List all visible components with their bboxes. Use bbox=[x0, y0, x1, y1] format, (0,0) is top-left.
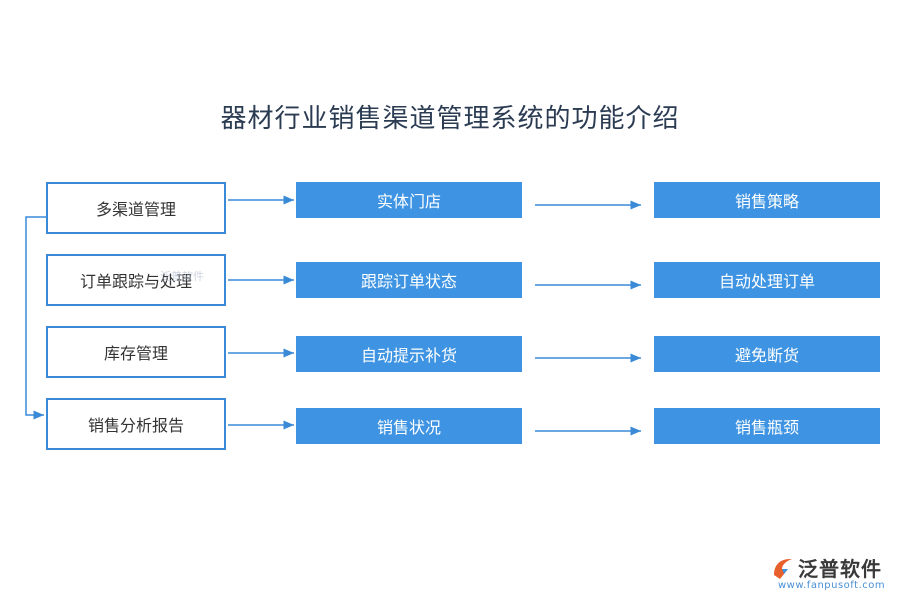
brand-logo: 泛普软件 www.fanpusoft.com bbox=[770, 553, 890, 593]
brand-name: 泛普软件 bbox=[798, 557, 882, 581]
function-box-restock: 自动提示补货 bbox=[296, 336, 522, 372]
result-box-auto-process: 自动处理订单 bbox=[654, 262, 880, 298]
function-box-sales-status: 销售状况 bbox=[296, 408, 522, 444]
result-box-bottleneck: 销售瓶颈 bbox=[654, 408, 880, 444]
bracket-connector bbox=[25, 216, 46, 420]
function-label: 实体门店 bbox=[376, 192, 441, 211]
watermark-text: 泛普软件 bbox=[160, 270, 204, 283]
module-box-sales-report: 销售分析报告 bbox=[46, 398, 226, 450]
diagram-title: 器材行业销售渠道管理系统的功能介绍 bbox=[220, 104, 680, 134]
result-label: 避免断货 bbox=[734, 346, 799, 365]
function-label: 销售状况 bbox=[376, 418, 441, 437]
brand-url: www.fanpusoft.com bbox=[778, 580, 886, 591]
module-label: 订单跟踪与处理 bbox=[79, 272, 192, 291]
module-label: 多渠道管理 bbox=[95, 200, 176, 219]
function-box-track-status: 跟踪订单状态 bbox=[296, 262, 522, 298]
result-label: 销售策略 bbox=[734, 192, 799, 211]
function-box-stores: 实体门店 bbox=[296, 182, 522, 218]
module-box-order-tracking: 订单跟踪与处理 bbox=[46, 254, 226, 306]
result-box-avoid-stockout: 避免断货 bbox=[654, 336, 880, 372]
module-label: 销售分析报告 bbox=[87, 416, 184, 435]
function-label: 跟踪订单状态 bbox=[360, 272, 457, 291]
brand-logo-icon bbox=[774, 559, 792, 579]
function-label: 自动提示补货 bbox=[360, 346, 457, 365]
module-box-inventory: 库存管理 bbox=[46, 326, 226, 378]
module-box-multichannel: 多渠道管理 bbox=[46, 182, 226, 234]
result-label: 销售瓶颈 bbox=[734, 418, 799, 437]
result-label: 自动处理订单 bbox=[718, 272, 815, 291]
result-box-strategy: 销售策略 bbox=[654, 182, 880, 218]
module-label: 库存管理 bbox=[103, 344, 168, 363]
